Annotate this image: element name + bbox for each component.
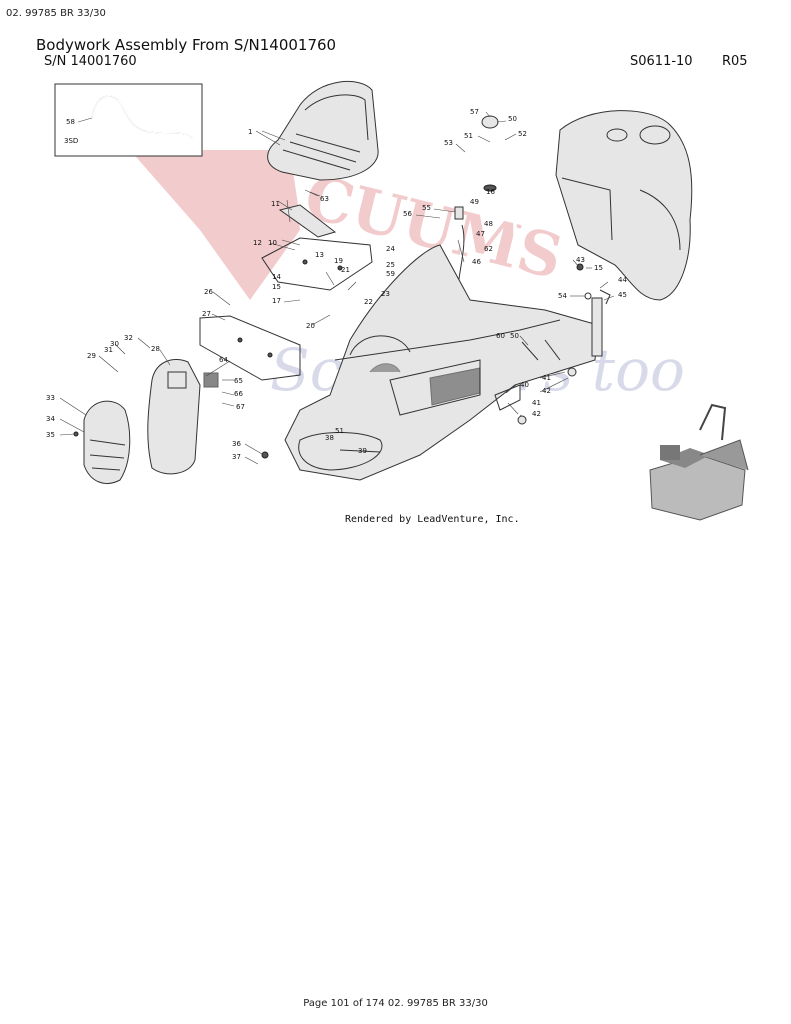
callout-52: 52: [518, 130, 527, 138]
callout-56: 56: [403, 210, 412, 218]
callout-51b: 51: [335, 427, 344, 435]
floor-panel: [199, 315, 301, 381]
callout-67: 67: [236, 403, 245, 411]
callout-47: 47: [476, 230, 485, 238]
callout-17: 17: [272, 297, 281, 305]
callout-54: 54: [558, 292, 567, 300]
callout-40: 40: [520, 381, 529, 389]
callout-27: 27: [202, 310, 211, 318]
callout-29: 29: [87, 352, 96, 360]
main-chassis: [284, 244, 599, 481]
callout-39: 39: [358, 447, 367, 455]
revision-label: R05: [722, 54, 748, 69]
callout-49: 49: [470, 198, 479, 206]
callout-16: 16: [486, 188, 495, 196]
callout-11: 11: [271, 200, 280, 208]
callout-15b: 15: [594, 264, 603, 272]
callout-14: 14: [272, 273, 281, 281]
callout-28: 28: [151, 345, 160, 353]
callout-19: 19: [334, 257, 343, 265]
inset-box: 58 3SD: [54, 83, 203, 157]
callout-24: 24: [386, 245, 395, 253]
callout-labels: 1 63 11 10 12 13 14 15 17 19 21 20 22 23…: [46, 108, 627, 461]
callout-20: 20: [306, 322, 315, 330]
front-bumper: [257, 451, 336, 522]
inset-callout: 58: [66, 118, 75, 126]
callout-44: 44: [618, 276, 627, 284]
callout-36: 36: [232, 440, 241, 448]
document-reference: 02. 99785 BR 33/30: [6, 8, 106, 19]
callout-32: 32: [124, 334, 133, 342]
watermark-v-shape: [130, 150, 300, 300]
callout-33: 33: [46, 394, 55, 402]
callout-37: 37: [232, 453, 241, 461]
callout-35: 35: [46, 431, 55, 439]
callout-31: 31: [104, 346, 113, 354]
callout-34: 34: [46, 415, 55, 423]
callout-64: 64: [219, 356, 228, 364]
callout-26: 26: [204, 288, 213, 296]
callout-23: 23: [381, 290, 390, 298]
callout-50b: 50: [510, 332, 519, 340]
drawing-code: S0611-10: [630, 54, 693, 69]
callout-42b: 42: [532, 410, 541, 418]
page-title: Bodywork Assembly From S/N14001760: [36, 36, 337, 54]
callout-1: 1: [248, 128, 252, 136]
callout-45: 45: [618, 291, 627, 299]
callout-51: 51: [464, 132, 473, 140]
callout-43: 43: [576, 256, 585, 264]
callout-21: 21: [341, 266, 350, 274]
left-console: [147, 358, 219, 475]
callout-30: 30: [110, 340, 119, 348]
side-bracket: [576, 263, 611, 357]
callout-63: 63: [320, 195, 329, 203]
left-shroud: [73, 400, 131, 484]
callout-41a: 41: [542, 374, 551, 382]
front-cowl: [555, 110, 693, 301]
callout-13: 13: [315, 251, 324, 259]
inset-label: 3SD: [64, 137, 78, 145]
callout-41b: 41: [532, 399, 541, 407]
seat: [261, 80, 379, 181]
machine-thumbnail: [649, 403, 749, 521]
callout-62: 62: [484, 245, 493, 253]
seat-pan: [261, 237, 373, 291]
callout-65: 65: [234, 377, 243, 385]
callout-38: 38: [325, 434, 334, 442]
seat-rail: [278, 189, 337, 238]
page-footer: Page 101 of 174 02. 99785 BR 33/30: [303, 998, 488, 1009]
callout-50: 50: [508, 115, 517, 123]
leader-lines: [59, 111, 615, 465]
callout-48: 48: [484, 220, 493, 228]
serial-number: S/N 14001760: [44, 54, 137, 69]
callout-53: 53: [444, 139, 453, 147]
callout-60: 60: [496, 332, 505, 340]
callout-22: 22: [364, 298, 373, 306]
callout-59: 59: [386, 270, 395, 278]
render-credit: Rendered by LeadVenture, Inc.: [345, 514, 520, 525]
callout-12: 12: [253, 239, 262, 247]
callout-15: 15: [272, 283, 281, 291]
callout-42a: 42: [542, 387, 551, 395]
callout-55: 55: [422, 204, 431, 212]
callout-66: 66: [234, 390, 243, 398]
callout-25: 25: [386, 261, 395, 269]
callout-57: 57: [470, 108, 479, 116]
callout-46: 46: [472, 258, 481, 266]
callout-10: 10: [268, 239, 277, 247]
